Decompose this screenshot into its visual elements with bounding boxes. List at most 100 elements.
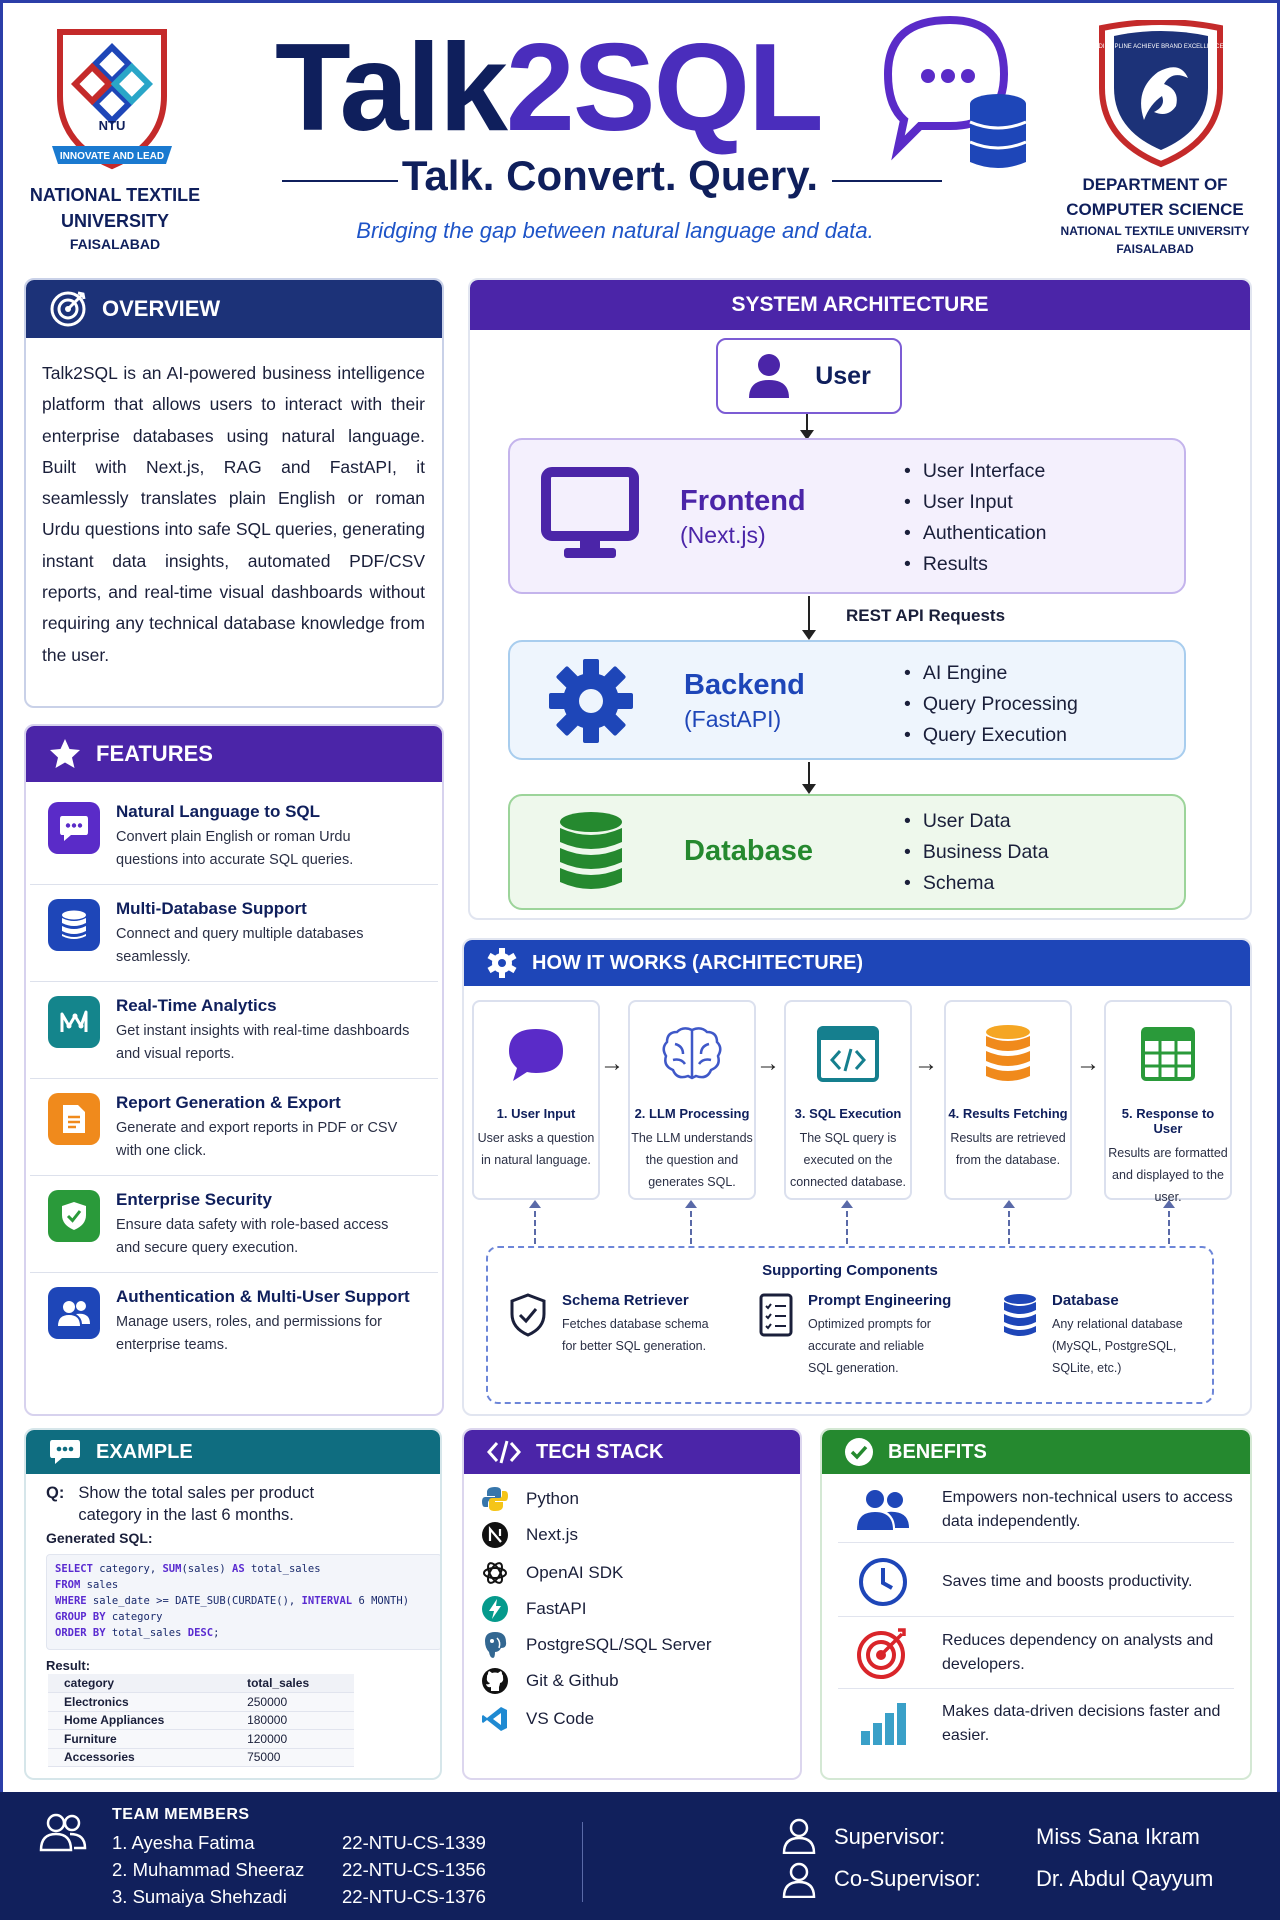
title-part1: Talk bbox=[275, 19, 508, 157]
arch-user-box: User bbox=[716, 338, 902, 414]
list-item: AI Engine bbox=[904, 658, 1078, 689]
sql-token: (sales) bbox=[181, 1563, 233, 1575]
sql-token: SELECT bbox=[55, 1563, 93, 1575]
how-it-works-title: HOW IT WORKS (ARCHITECTURE) bbox=[532, 951, 864, 974]
step-card: 2. LLM Processing The LLM understands th… bbox=[628, 1000, 756, 1200]
shield-check-icon bbox=[510, 1293, 546, 1337]
tech-item: VS Code bbox=[480, 1704, 594, 1734]
support-desc: Fetches database schema for better SQL g… bbox=[562, 1317, 709, 1353]
member-id: 22-NTU-CS-1376 bbox=[342, 1886, 486, 1907]
chat-bubble-icon bbox=[48, 802, 100, 854]
supervisor-name: Miss Sana Ikram bbox=[1036, 1824, 1200, 1849]
architecture-title: SYSTEM ARCHITECTURE bbox=[731, 293, 989, 316]
table-grid-icon bbox=[1141, 1027, 1195, 1081]
overview-card: OVERVIEW Talk2SQL is an AI-powered busin… bbox=[24, 278, 444, 708]
step-desc: Results are formatted and displayed to t… bbox=[1108, 1146, 1228, 1204]
list-item: Query Processing bbox=[904, 689, 1078, 720]
list-item: Business Data bbox=[904, 837, 1049, 868]
feature-desc: Manage users, roles, and permissions for… bbox=[116, 1314, 382, 1353]
step-card: 4. Results Fetching Results are retrieve… bbox=[944, 1000, 1072, 1200]
check-circle-icon bbox=[845, 1438, 873, 1466]
vscode-icon bbox=[480, 1704, 510, 1734]
tech-label: Python bbox=[526, 1489, 579, 1508]
benefits-header: BENEFITS bbox=[822, 1430, 1250, 1474]
sql-token: 6 MONTH) bbox=[352, 1595, 410, 1607]
benefit-item: Makes data-driven decisions faster and e… bbox=[838, 1700, 1234, 1756]
tech-label: FastAPI bbox=[526, 1599, 587, 1618]
star-icon bbox=[50, 739, 80, 768]
dashed-arrow-up bbox=[1003, 1200, 1015, 1244]
dashed-arrow-up bbox=[1163, 1200, 1175, 1244]
dashed-arrow-up bbox=[529, 1200, 541, 1244]
tech-label: OpenAI SDK bbox=[526, 1563, 624, 1582]
tagline-rule-right bbox=[832, 180, 942, 182]
support-title: Database bbox=[1052, 1292, 1119, 1309]
architecture-header: SYSTEM ARCHITECTURE bbox=[470, 280, 1250, 330]
tech-item: Python bbox=[480, 1484, 579, 1514]
arch-database-box: Database User Data Business Data Schema bbox=[508, 794, 1186, 910]
database-icon bbox=[48, 899, 100, 951]
overview-header: OVERVIEW bbox=[26, 280, 442, 338]
gear-icon bbox=[487, 948, 517, 978]
support-desc: Any relational database (MySQL, PostgreS… bbox=[1052, 1317, 1183, 1375]
tagline-rule-left bbox=[282, 180, 398, 182]
cosupervisor-name: Dr. Abdul Qayyum bbox=[1036, 1866, 1214, 1891]
checklist-icon bbox=[759, 1293, 793, 1337]
tech-stack-title: TECH STACK bbox=[536, 1440, 664, 1463]
example-question: Show the total sales per product categor… bbox=[78, 1484, 315, 1524]
features-header: FEATURES bbox=[26, 726, 442, 782]
step-card: 5. Response to User Results are formatte… bbox=[1104, 1000, 1232, 1204]
target-icon bbox=[50, 291, 86, 327]
users-icon bbox=[857, 1490, 909, 1530]
frontend-name: Frontend(Next.js) bbox=[680, 484, 806, 552]
arrow-right: → bbox=[756, 1050, 780, 1077]
subtitle: Bridging the gap between natural languag… bbox=[356, 218, 874, 243]
fastapi-icon bbox=[480, 1594, 510, 1624]
sql-code-block: SELECT category, SUM(sales) AS total_sal… bbox=[46, 1554, 440, 1650]
analytics-icon bbox=[48, 996, 100, 1048]
member-name: 3. Sumaiya Shehzadi bbox=[112, 1886, 287, 1907]
backend-tech: (FastAPI) bbox=[684, 706, 782, 732]
chat-database-icon bbox=[880, 14, 1030, 174]
feature-desc: Connect and query multiple databases sea… bbox=[116, 926, 364, 965]
support-title: Schema Retriever bbox=[562, 1292, 689, 1309]
department-line2: COMPUTER SCIENCE bbox=[1066, 200, 1244, 219]
step-card: 3. SQL Execution The SQL query is execut… bbox=[784, 1000, 912, 1200]
department-logo: DISCIPLINE ACHIEVE BRAND EXCELLENCE bbox=[1096, 19, 1226, 168]
footer-divider bbox=[582, 1822, 583, 1902]
list-item: User Data bbox=[904, 806, 1049, 837]
list-item: Query Execution bbox=[904, 720, 1078, 751]
database-icon bbox=[1004, 1294, 1036, 1336]
tech-item: PostgreSQL/SQL Server bbox=[480, 1630, 712, 1660]
benefit-item: Reduces dependency on analysts and devel… bbox=[838, 1626, 1234, 1689]
tech-item: Git & Github bbox=[480, 1666, 619, 1696]
bar-chart-icon bbox=[861, 1703, 906, 1745]
features-title: FEATURES bbox=[96, 741, 213, 766]
feature-desc: Generate and export reports in PDF or CS… bbox=[116, 1120, 398, 1159]
arrow-down bbox=[802, 596, 816, 640]
sql-token: sale_date >= DATE_SUB(CURDATE(), bbox=[86, 1595, 302, 1607]
dashed-arrow-up bbox=[685, 1200, 697, 1244]
database-icon bbox=[560, 812, 622, 889]
cosupervisor-label: Co-Supervisor: bbox=[834, 1866, 981, 1891]
step-title: 4. Results Fetching bbox=[948, 1106, 1068, 1121]
tech-label: Next.js bbox=[526, 1525, 578, 1544]
app-title: Talk2SQL bbox=[275, 18, 1045, 158]
user-icon bbox=[749, 354, 790, 398]
step-desc: User asks a question in natural language… bbox=[477, 1131, 595, 1167]
ntu-logo-text: NTU bbox=[99, 118, 126, 133]
benefit-text: Empowers non-technical users to access d… bbox=[942, 1489, 1233, 1530]
overview-text: Talk2SQL is an AI-powered business intel… bbox=[42, 363, 425, 665]
table-cell: 120000 bbox=[231, 1729, 354, 1749]
feature-desc: Convert plain English or roman Urdu ques… bbox=[116, 829, 354, 868]
benefit-item: Empowers non-technical users to access d… bbox=[838, 1486, 1234, 1543]
how-it-works-header: HOW IT WORKS (ARCHITECTURE) bbox=[464, 940, 1250, 986]
tech-item: FastAPI bbox=[480, 1594, 586, 1624]
